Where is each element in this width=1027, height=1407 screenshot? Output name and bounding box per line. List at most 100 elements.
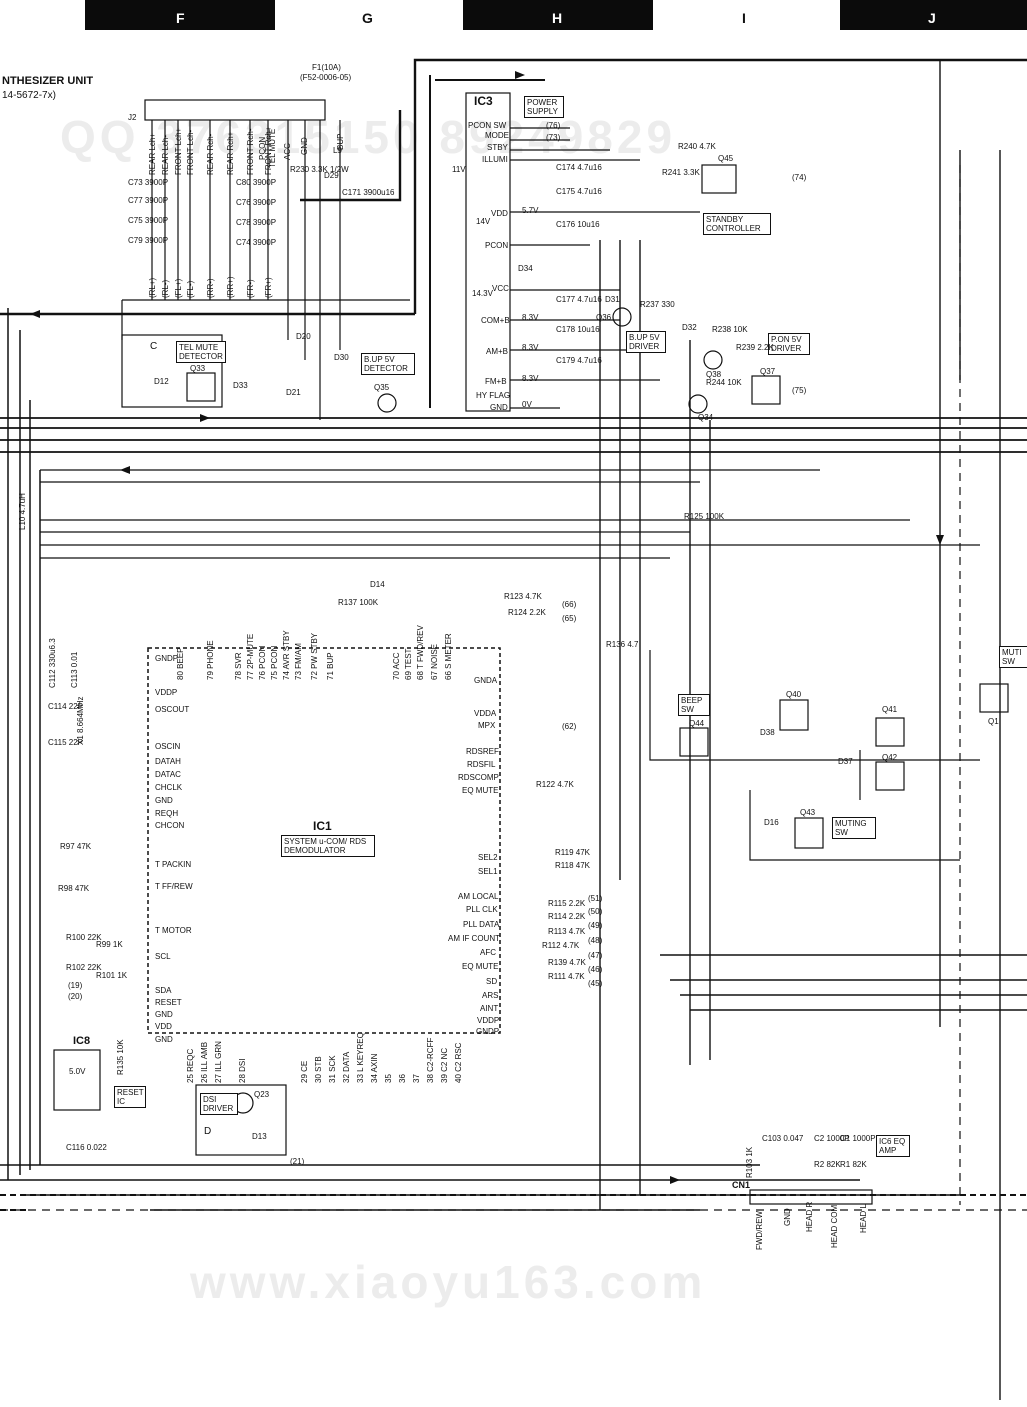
ic1-label: IC1 [313,819,332,833]
transistor-label: Q45 [718,154,734,163]
ic8-note: 5.0V [69,1067,86,1076]
transistor-label: Q1 [988,717,999,726]
ic1-pin: GNDP [155,654,179,663]
ic1-pin: OSCOUT [155,705,190,714]
ic1-pin: 39 C2 NC [440,1047,449,1083]
ic1-pin: CHCON [155,821,185,830]
net-ref: (75) [792,386,807,395]
ic1-pin: 74 AVR STBY [282,630,291,680]
ic1-pin: 26 ILL AMB [200,1041,209,1083]
capacitor-label: C79 3900P [128,236,169,245]
reset-ic-block: RESET IC [114,1086,146,1108]
ic1-pin: PLL CLK [466,905,498,914]
transistor-label: Q41 [882,705,898,714]
transistor-label: Q34 [698,413,714,422]
ic1-pin: 25 REQC [186,1048,195,1083]
transistor-label: Q33 [190,364,206,373]
j2-pin: FRONT Lch- [186,129,195,175]
zone-label-i: I [742,10,746,26]
ic1-pin: T PACKIN [155,860,192,869]
capacitor-label: C80 3900P [236,178,277,187]
ic1-pin: 66 S METER [444,633,453,680]
dsi-driver-block: DSI DRIVER [200,1093,238,1115]
transistor-label: Q43 [800,808,816,817]
net-ref: (51) [588,894,603,903]
ic1-pin: 69 TEST [404,648,413,680]
ic1-pin: PLL DATA [463,920,500,929]
ic1-name-box: SYSTEM u-COM/ RDS DEMODULATOR [281,835,375,857]
zone-label-g: G [362,10,373,26]
capacitor-label: C176 10u16 [556,220,600,229]
diode-label: D13 [252,1132,267,1141]
resistor-label: R237 330 [640,300,675,309]
resistor-label: R136 4.7 [606,640,639,649]
ic1-pin: T MOTOR [155,926,192,935]
diode-label: D16 [764,818,779,827]
ic1-pin: RDSFIL [467,760,496,769]
j2-net: (FL+) [174,278,183,298]
j2-net: (RR+) [226,276,235,298]
ic8-label: IC8 [73,1035,91,1047]
j2-pin: FRONT Rch- [246,128,255,175]
resistor-label: R101 1K [96,971,128,980]
ic6-eq-amp-block: IC6 EQ AMP [876,1135,910,1157]
capacitor-label: C171 3900u16 [342,188,395,197]
j2-connector-frame [144,99,326,121]
transistor-label: Q36 [596,313,612,322]
capacitor-label: C112 330u6.3 [48,638,57,688]
capacitor-label: C1 1000P [840,1134,876,1143]
ic1-pin: 67 NOISE [430,643,439,680]
ic1-pin: GNDP [476,1027,500,1036]
transistor-label: Q37 [760,367,776,376]
ic3-label: IC3 [474,94,493,108]
cn1-pin: HEAD R [805,1201,814,1232]
ic1-pin: SDA [155,986,172,995]
ic3-pin: STBY [487,143,508,152]
ic1-pin: 77 2P-MUTE [246,633,255,680]
diode-label: D38 [760,728,775,737]
resistor-label: R103 1K [745,1146,754,1178]
voltage-label: 14V [476,217,491,226]
j2-pin: GND [300,137,309,155]
ic1-pin: RDSREF [466,747,499,756]
ic1-pin: GNDA [474,676,498,685]
resistor-label: R118 47K [555,861,590,870]
bup-driver-block: B.UP 5V DRIVER [626,331,666,353]
ic1-pin: 38 C2-RCFF [426,1037,435,1083]
transistor-label: Q42 [882,753,898,762]
muting-sw-block-right: MUTI SW [999,646,1027,668]
ic1-pin: 34 AXIN [370,1053,379,1083]
resistor-label: R238 10K [712,325,748,334]
ic1-pin: VDDA [474,709,497,718]
resistor-label: R100 22K [66,933,102,942]
resistor-label: R1 82K [840,1160,867,1169]
transistor-label: Q35 [374,383,390,392]
ic1-pin: 33 L KEYREQ [356,1032,365,1083]
capacitor-label: C175 4.7u16 [556,187,602,196]
net-ref: (49) [588,921,603,930]
fuse-label: F1(10A) [312,63,341,72]
ic1-pin: GND [155,1010,173,1019]
voltage-label: 8.3V [522,313,539,322]
j2-pin: TEL MUTE [268,128,277,168]
zone-label-f: F [176,10,185,26]
ic3-pin: FM+B [485,377,507,386]
capacitor-label: C116 0.022 [66,1143,107,1152]
ic1-pin: 80 BEEP [176,647,185,680]
resistor-label: R97 47K [60,842,92,851]
capacitor-label: C2 1000P [814,1134,850,1143]
diode-label: D32 [682,323,697,332]
ic1-pin: 70 ACC [392,652,401,680]
ic1-pin: GND [155,796,173,805]
j2-label: J2 [128,113,137,122]
ic3-pin: VDD [491,209,508,218]
capacitor-label: C103 0.047 [762,1134,804,1143]
resistor-label: R114 2.2K [548,912,586,921]
capacitor-label: C179 4.7u16 [556,356,602,365]
ic1-pin: OSCIN [155,742,181,751]
capacitor-label: C114 22P [48,702,83,711]
net-ref: (19) [68,981,83,990]
zone-bar-j [840,0,1027,30]
resistor-label: R2 82K [814,1160,841,1169]
